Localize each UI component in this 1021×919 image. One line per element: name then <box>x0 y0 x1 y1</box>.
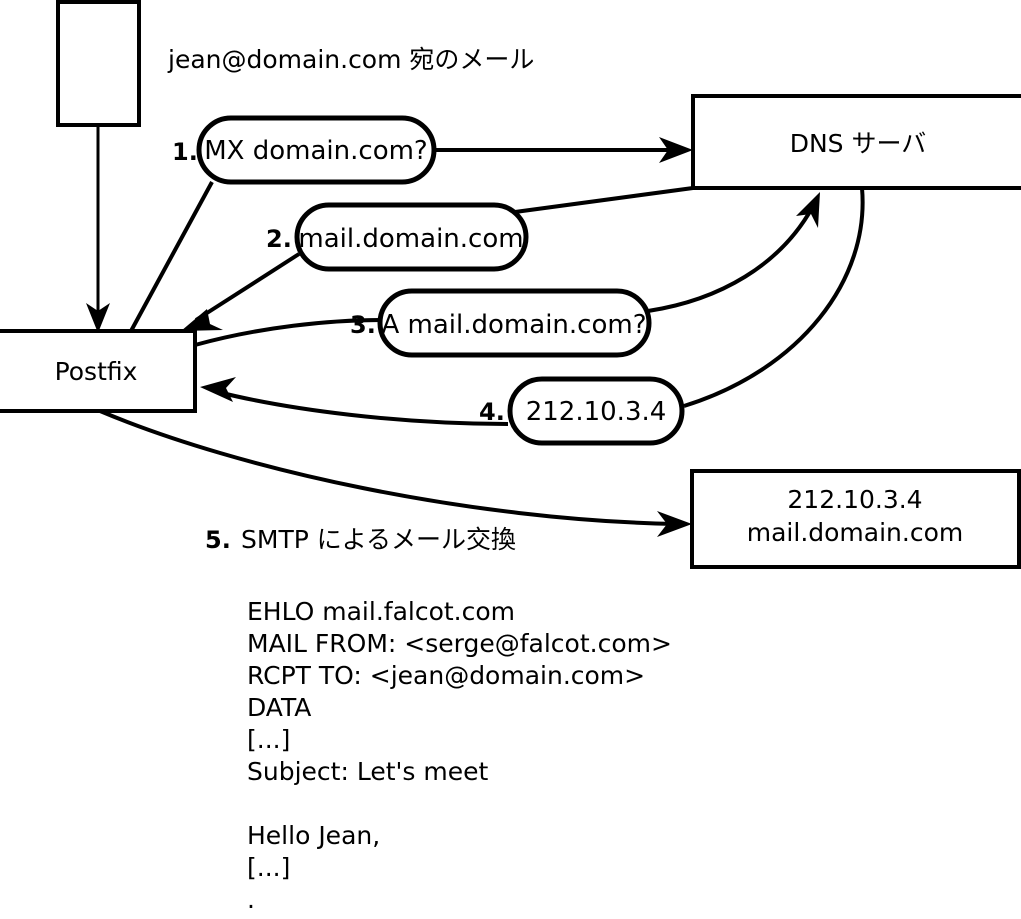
step-2-label: mail.domain.com <box>298 224 523 254</box>
mail-server-box <box>690 469 1021 569</box>
step-1-pill <box>196 115 437 185</box>
smtp-transcript: EHLO mail.falcot.com MAIL FROM: <serge@f… <box>247 597 672 914</box>
edge-step5-postfix-to-mailserver <box>99 409 692 537</box>
step-4-pill <box>507 376 685 446</box>
smtp-line: Hello Jean, <box>247 821 380 850</box>
step-4-number: 4. <box>479 398 505 426</box>
mail-destination-note: jean@domain.com 宛のメール <box>167 45 534 74</box>
step-3-number: 3. <box>350 311 376 339</box>
mail-server-ip-label: 212.10.3.4 <box>787 485 922 514</box>
step-2-pill <box>294 202 529 272</box>
postfix-box-label: Postfix <box>55 357 138 386</box>
smtp-line: DATA <box>247 693 311 722</box>
edge-step4-pill-to-postfix <box>200 377 509 426</box>
smtp-line: EHLO mail.falcot.com <box>247 597 515 626</box>
edge-step3-postfix-to-pill <box>194 318 382 347</box>
mail-server-host-label: mail.domain.com <box>747 518 963 547</box>
smtp-line: [...] <box>247 725 290 754</box>
step-1-number: 1. <box>172 138 198 166</box>
smtp-line: Subject: Let's meet <box>247 757 488 786</box>
dns-server-box <box>691 94 1021 190</box>
smtp-line: RCPT TO: <jean@domain.com> <box>247 661 645 690</box>
smtp-line: [...] <box>247 853 290 882</box>
postfix-box <box>0 329 197 413</box>
edge-sender-to-postfix <box>86 125 110 333</box>
dns-server-box-label: DNS サーバ <box>790 129 927 158</box>
sender-box <box>56 0 141 127</box>
edge-step2-dns-to-pill <box>514 186 694 214</box>
step-4-label: 212.10.3.4 <box>526 397 667 427</box>
smtp-line: MAIL FROM: <serge@falcot.com> <box>247 629 672 658</box>
edge-step1-postfix-to-pill <box>129 181 214 332</box>
edge-step3-pill-to-dns <box>647 192 820 313</box>
step-5-caption: SMTP によるメール交換 <box>241 525 516 554</box>
step-2-number: 2. <box>266 225 292 253</box>
edge-step4-dns-to-pill <box>683 187 865 408</box>
smtp-line: . <box>247 885 255 914</box>
edge-step2-pill-to-postfix <box>181 252 301 331</box>
step-5-number: 5. <box>205 526 231 554</box>
edge-step1-pill-to-dns <box>435 137 693 163</box>
step-3-pill <box>377 288 652 358</box>
step-3-label: A mail.domain.com? <box>382 310 647 340</box>
step-1-label: MX domain.com? <box>204 136 427 166</box>
